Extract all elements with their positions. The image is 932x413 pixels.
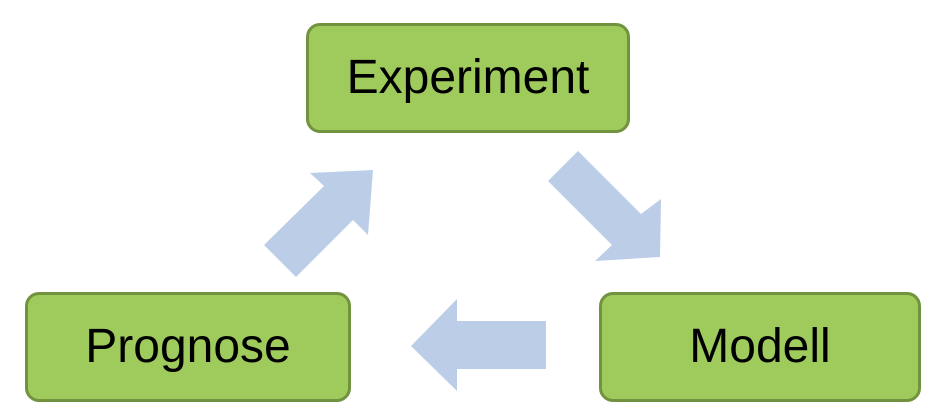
arrow-experiment-to-modell [548, 151, 661, 261]
node-modell: Modell [599, 292, 921, 402]
node-modell-label: Modell [689, 320, 831, 373]
node-prognose-label: Prognose [85, 320, 291, 373]
arrow-modell-to-prognose [411, 299, 546, 391]
arrow-prognose-to-experiment [264, 170, 373, 277]
node-prognose: Prognose [25, 292, 351, 402]
node-experiment: Experiment [306, 23, 630, 133]
node-experiment-label: Experiment [346, 51, 590, 104]
